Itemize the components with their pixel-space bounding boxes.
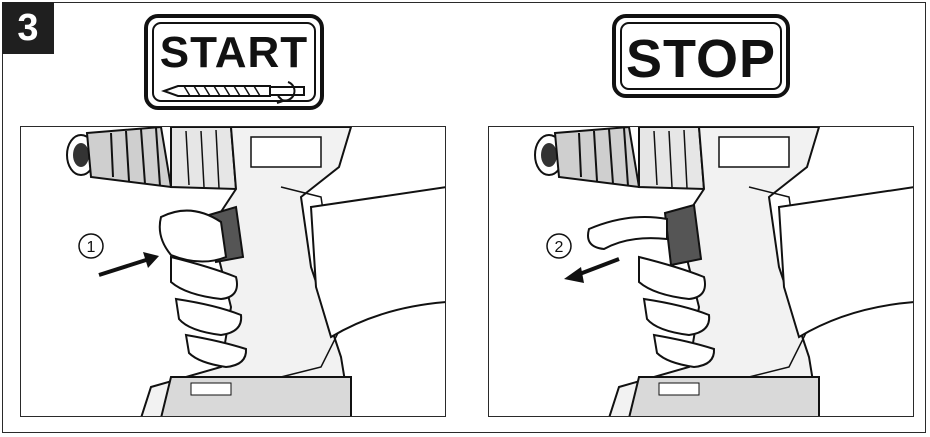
trigger-released-icon [663,203,703,267]
hand-icon [587,186,913,369]
callout-1: 1 [78,233,104,259]
step-number-badge: 3 [2,2,54,54]
panel-start-illustration: 1 [20,126,446,417]
figure-frame [2,2,926,433]
hand-icon [158,186,445,369]
svg-text:1: 1 [87,239,96,256]
drill-chuck-icon [534,127,706,191]
stop-label-inner-border [620,22,782,90]
start-label-box: START [144,14,324,110]
svg-text:2: 2 [555,239,564,256]
drill-bit-rotation-icon [161,81,305,104]
drill-start-drawing: 1 [66,127,445,416]
drill-chuck-icon [66,127,238,191]
drill-stop-drawing: 2 [534,127,913,416]
callout-2: 2 [546,233,572,259]
start-label-text: START [159,28,309,77]
stop-label-box: STOP [612,14,790,98]
start-label-inner-border [152,22,316,102]
arrow-release-icon [564,257,620,283]
stop-label-text: STOP [625,29,777,89]
arrow-press-icon [98,252,159,277]
drill-body-icon [608,127,821,416]
drill-body-icon [140,127,353,416]
panel-stop-illustration: 2 [488,126,914,417]
